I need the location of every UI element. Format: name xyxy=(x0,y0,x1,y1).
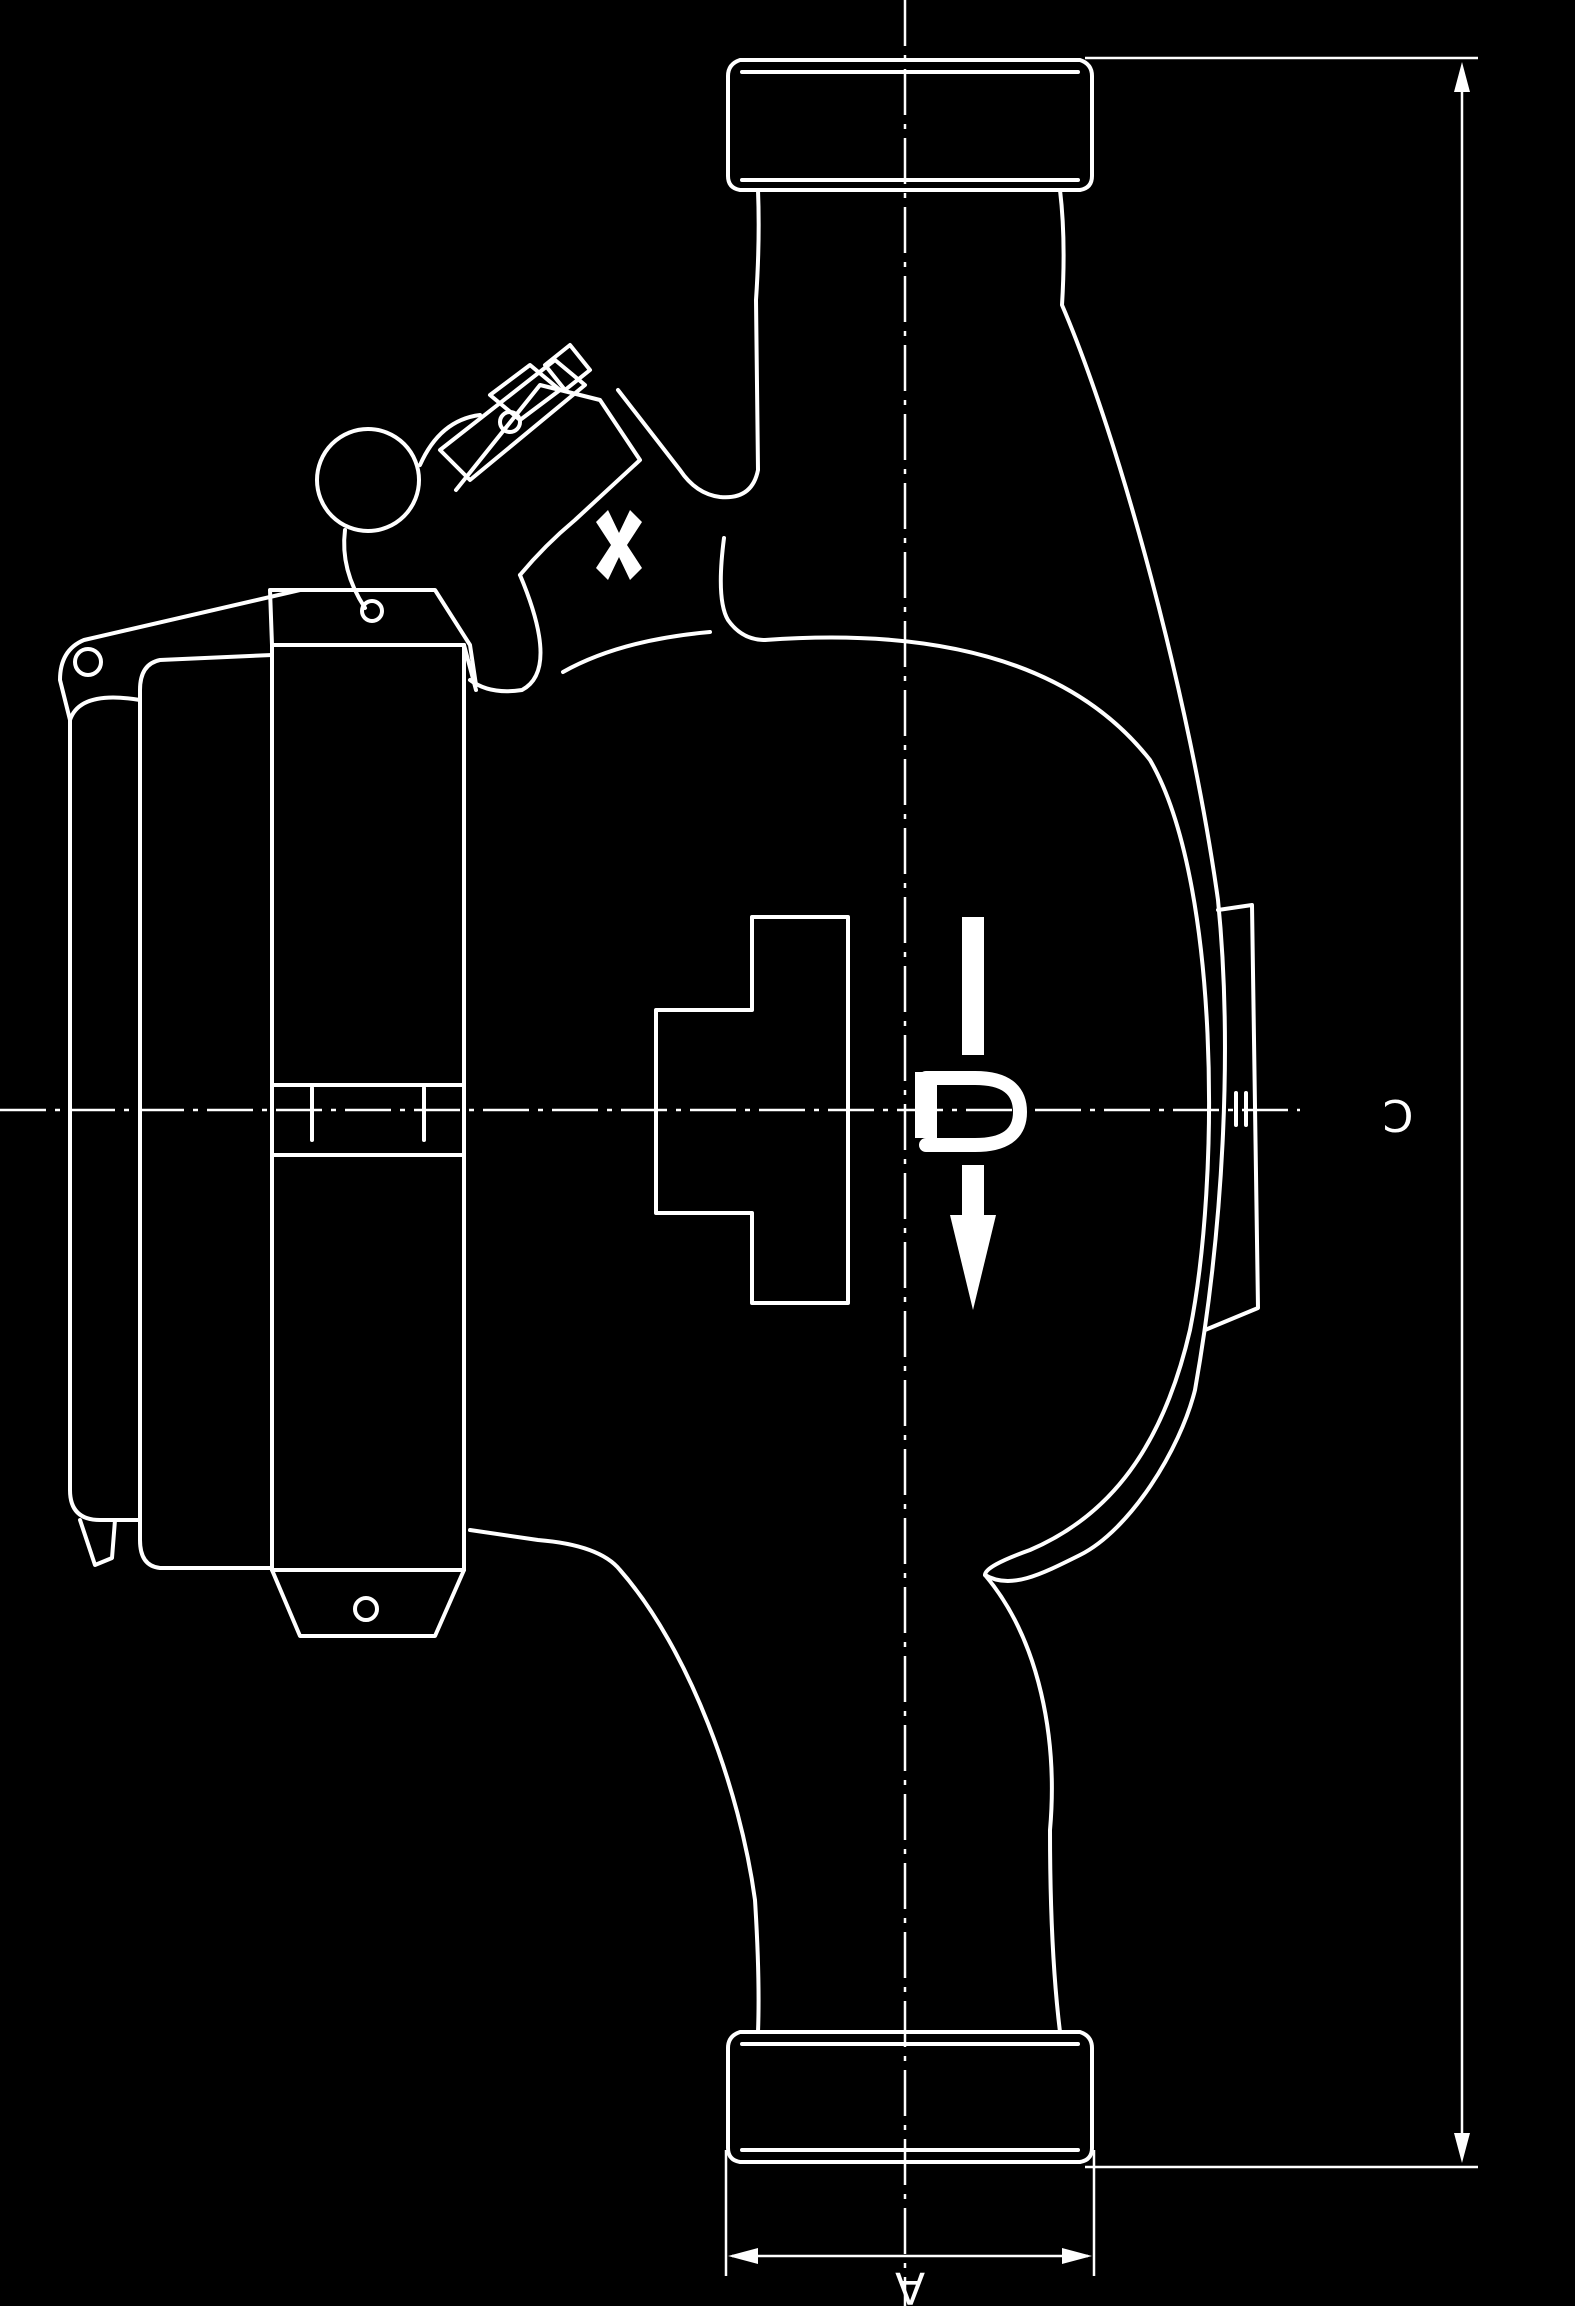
top-union-nut xyxy=(726,58,1094,192)
motor-screw-icon xyxy=(360,599,384,623)
dim-a-arrow-left xyxy=(728,2248,758,2264)
dimension-a: A xyxy=(724,2150,1096,2306)
dim-c-label: C xyxy=(1383,1089,1414,1140)
dim-a-label: A xyxy=(895,2262,925,2306)
gland-screw-icon xyxy=(498,410,522,434)
motor-housing xyxy=(268,588,478,1638)
cable-entry-icon xyxy=(315,427,421,533)
housing-left-lower xyxy=(468,1528,761,2034)
pump-housing-outline xyxy=(983,188,1227,2034)
housing-left-upper xyxy=(616,188,761,500)
housing-arc xyxy=(561,630,712,674)
dim-c-arrow-top xyxy=(1454,62,1470,92)
x-mark-icon xyxy=(596,510,642,580)
screw-bottom-icon xyxy=(353,1596,379,1622)
rotation-symbol-icon xyxy=(915,917,1027,1152)
hinge-screw-icon xyxy=(73,647,103,677)
impeller-housing xyxy=(654,915,850,1305)
pump-foot xyxy=(1203,903,1260,1332)
dim-c-arrow-bottom xyxy=(1454,2133,1470,2163)
dimension-c: C xyxy=(1085,56,1478,2169)
volute-curve xyxy=(763,635,1212,1577)
terminal-box-cover xyxy=(58,588,302,1570)
inlet-lip xyxy=(718,536,767,642)
arrow-down-icon xyxy=(950,1165,996,1310)
bottom-union-nut xyxy=(726,2030,1094,2164)
dim-a-arrow-right xyxy=(1062,2248,1092,2264)
cable-gland xyxy=(315,343,642,694)
